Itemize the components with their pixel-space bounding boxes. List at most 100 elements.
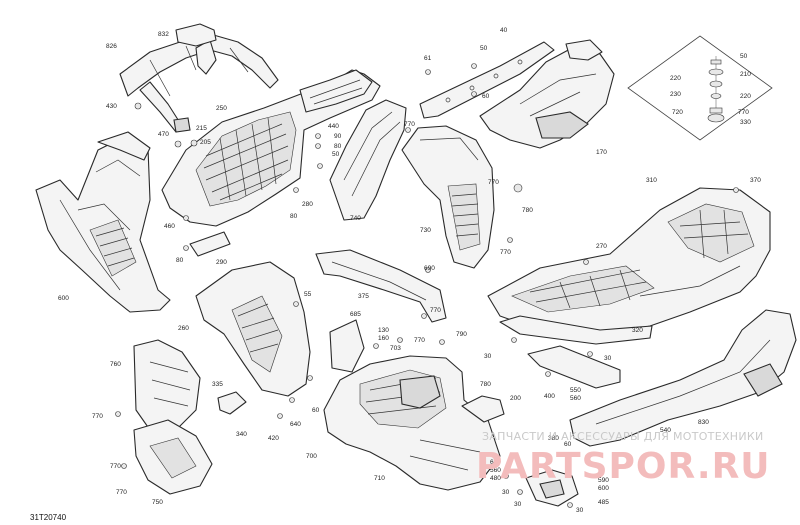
- callout-30c: 30: [502, 489, 510, 496]
- callout-770i: 770: [116, 489, 127, 496]
- callout-440: 440: [328, 123, 339, 130]
- center-frame-280: [189, 231, 311, 397]
- callout-61: 61: [424, 55, 432, 62]
- callout-780: 780: [522, 207, 533, 214]
- callout-703: 703: [390, 345, 401, 352]
- callout-90: 90: [334, 133, 342, 140]
- callout-80b: 80: [290, 213, 298, 220]
- front-bumper-830: [569, 309, 797, 447]
- callout-30e: 30: [576, 507, 584, 514]
- callout-375: 375: [358, 293, 369, 300]
- callout-690: 690: [424, 265, 435, 272]
- lower-panel-760: [133, 339, 201, 431]
- callout-760: 760: [110, 361, 121, 368]
- callout-335: 335: [212, 381, 223, 388]
- callout-50: 50: [332, 151, 340, 158]
- callout-330: 330: [740, 119, 751, 126]
- callout-826: 826: [106, 43, 117, 50]
- callout-80c: 80: [176, 257, 184, 264]
- left-side-fender: [35, 131, 171, 313]
- callout-780b: 780: [480, 381, 491, 388]
- callout-60: 60: [482, 93, 490, 100]
- callout-590: 590: [598, 477, 609, 484]
- callout-160: 160: [378, 335, 389, 342]
- callout-430: 430: [106, 103, 117, 110]
- rear-handle-bracket: [119, 23, 279, 133]
- callout-170: 170: [596, 149, 607, 156]
- callout-400: 400: [544, 393, 555, 400]
- front-rack-310: [487, 187, 771, 345]
- callout-60c: 60: [564, 441, 572, 448]
- watermark-brand: PARTSPOR.RU: [476, 446, 771, 487]
- callout-30b: 30: [604, 355, 612, 362]
- callout-790: 790: [456, 331, 467, 338]
- callout-740: 740: [350, 215, 361, 222]
- diagram-reference-code: 31T20740: [30, 513, 67, 522]
- callout-380: 380: [548, 435, 559, 442]
- callout-215: 215: [196, 125, 207, 132]
- callout-230: 230: [670, 91, 681, 98]
- callout-470: 470: [158, 131, 169, 138]
- callout-220b: 220: [740, 93, 751, 100]
- callout-205: 205: [200, 139, 211, 146]
- rear-cover-740: [329, 99, 407, 221]
- lower-bar-330: [527, 345, 621, 389]
- callout-710: 710: [374, 475, 385, 482]
- callout-50b: 50: [480, 45, 488, 52]
- watermark-tagline: ЗАПЧАСТИ И АКСЕССУАРЫ ДЛЯ МОТОТЕХНИКИ: [482, 430, 764, 443]
- callout-480: 480: [490, 475, 501, 482]
- hardware-inset: [627, 35, 773, 141]
- callout-640: 640: [290, 421, 301, 428]
- callout-labels: 826 832 430 470 215 205 250 440 90 80 50…: [58, 27, 761, 514]
- callout-30d: 30: [514, 501, 522, 508]
- callout-50c: 50: [740, 53, 748, 60]
- bracket-685: [315, 249, 447, 323]
- callout-770g: 770: [92, 413, 103, 420]
- callout-770d: 770: [738, 109, 749, 116]
- shield-130: [329, 319, 365, 373]
- callout-540: 540: [660, 427, 671, 434]
- callout-830: 830: [698, 419, 709, 426]
- rear-frame-260: [161, 69, 381, 227]
- callout-770f: 770: [414, 337, 425, 344]
- callout-60b: 60: [312, 407, 320, 414]
- callout-250: 250: [216, 105, 227, 112]
- callout-730: 730: [420, 227, 431, 234]
- air-duct-730: [401, 125, 495, 269]
- callout-720: 720: [672, 109, 683, 116]
- callout-670: 670: [490, 459, 501, 466]
- callout-600b: 600: [598, 485, 609, 492]
- bracket-assembly-170: [479, 39, 615, 149]
- callout-770e: 770: [430, 307, 441, 314]
- tow-bracket: [525, 469, 579, 507]
- bracket-340: [217, 391, 247, 415]
- callout-600: 600: [58, 295, 69, 302]
- callout-770c: 770: [500, 249, 511, 256]
- callout-750: 750: [152, 499, 163, 506]
- callout-685: 685: [350, 311, 361, 318]
- callout-55: 55: [304, 291, 312, 298]
- callout-40: 40: [500, 27, 508, 34]
- callout-80a: 80: [334, 143, 342, 150]
- callout-200: 200: [510, 395, 521, 402]
- callout-700: 700: [306, 453, 317, 460]
- bracket-200: [461, 395, 505, 423]
- callout-460: 460: [164, 223, 175, 230]
- callout-280: 280: [302, 201, 313, 208]
- callout-290: 290: [216, 259, 227, 266]
- callout-560: 560: [570, 395, 581, 402]
- callout-130: 130: [378, 327, 389, 334]
- callout-270: 270: [596, 243, 607, 250]
- callout-770b: 770: [488, 179, 499, 186]
- callout-30a: 30: [484, 353, 492, 360]
- fasteners: [115, 63, 739, 508]
- callout-550: 550: [570, 387, 581, 394]
- callout-260: 260: [178, 325, 189, 332]
- footwell-750: [133, 419, 213, 495]
- callout-770a: 770: [404, 121, 415, 128]
- callout-210: 210: [740, 71, 751, 78]
- callout-832: 832: [158, 31, 169, 38]
- callout-560b: 560: [490, 467, 501, 474]
- callout-420: 420: [268, 435, 279, 442]
